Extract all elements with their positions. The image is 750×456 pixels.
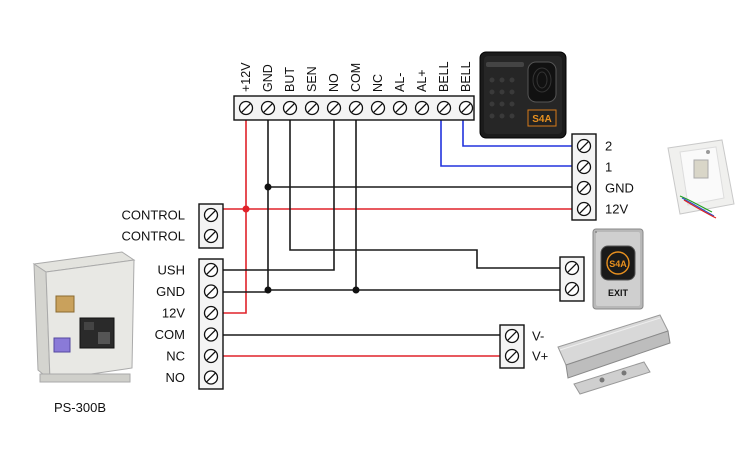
- terminal-screw: [392, 100, 408, 116]
- terminal-screw: [203, 305, 219, 321]
- control-terminal-block: CONTROL CONTROL: [121, 203, 224, 249]
- control-terminal-label: CONTROL: [121, 229, 185, 244]
- wire-gnd-main: [222, 110, 269, 293]
- junction-dot: [352, 286, 360, 294]
- keypad-keys: [489, 77, 515, 119]
- psu-terminal-label: NC: [166, 349, 185, 364]
- terminal-label-top: BUT: [283, 67, 297, 92]
- terminal-label-top: +12V: [239, 62, 253, 92]
- terminal-screw: [203, 262, 219, 278]
- psu-terminal-label: USH: [158, 263, 185, 278]
- terminal-label-top: BELL: [437, 61, 451, 92]
- power-supply-device: PS-300B: [32, 251, 136, 415]
- terminal-screw: [203, 370, 219, 385]
- wires: [222, 110, 584, 357]
- terminal-screw: [304, 100, 320, 116]
- exit-button-brand: S4A: [609, 259, 627, 269]
- keypad-reader: S4A: [479, 51, 567, 139]
- terminal-screw: [504, 348, 520, 364]
- lock-terminal-label: V+: [532, 349, 548, 364]
- doorbell-device: [667, 139, 735, 219]
- lock-terminal-block: V- V+: [499, 324, 548, 369]
- terminal-screw: [370, 100, 386, 116]
- power-supply-model: PS-300B: [54, 400, 106, 415]
- terminal-screw: [203, 207, 219, 223]
- bell-terminal-label: 2: [605, 139, 612, 154]
- wire-bell-1: [440, 110, 584, 167]
- terminal-screw: [504, 328, 520, 344]
- terminal-screw: [576, 159, 592, 175]
- junction-dot: [264, 183, 272, 191]
- terminal-label-top: AL+: [415, 69, 429, 92]
- terminal-screw: [436, 100, 452, 116]
- bell-terminal-label: GND: [605, 181, 634, 196]
- junction-dot: [264, 286, 272, 294]
- psu-terminal-label: COM: [155, 327, 185, 342]
- reader-brand: S4A: [532, 114, 551, 125]
- terminal-screw: [414, 100, 430, 116]
- terminal-label-top: GND: [261, 64, 275, 92]
- terminal-screw: [203, 327, 219, 342]
- terminal-screw: [348, 100, 364, 116]
- terminal-screw: [576, 138, 592, 154]
- junction-dot: [242, 205, 250, 213]
- exit-button-device: S4A EXIT: [592, 228, 644, 310]
- psu-terminal-label: NO: [166, 370, 186, 385]
- terminal-screw: [576, 180, 592, 196]
- terminal-screw: [203, 348, 219, 364]
- psu-terminal-block: USH GND 12V COM NC NO: [155, 258, 224, 390]
- exit-button-label: EXIT: [608, 288, 629, 298]
- terminal-screw: [564, 281, 580, 297]
- terminal-screw: [326, 100, 342, 116]
- control-terminal-label: CONTROL: [121, 208, 185, 223]
- terminal-screw: [260, 100, 276, 116]
- wire-bell-2: [462, 110, 584, 147]
- reader-brand-badge: [527, 109, 557, 127]
- terminal-label-top: NC: [371, 74, 385, 92]
- controller-terminal-block: +12V GND BUT SEN NO COM NC AL- AL+ BELL BELL: [233, 61, 475, 121]
- bell-terminal-label: 12V: [605, 202, 628, 217]
- lock-terminal-label: V-: [532, 329, 544, 344]
- wire-but-exit: [289, 110, 572, 269]
- psu-terminal-label: GND: [156, 284, 185, 299]
- wire-no-ush: [222, 110, 335, 271]
- terminal-screw: [282, 100, 298, 116]
- terminal-label-top: COM: [349, 63, 363, 92]
- bell-terminal-label: 1: [605, 160, 612, 175]
- terminal-label-top: SEN: [305, 66, 319, 92]
- wire-12v-main: [222, 110, 247, 314]
- psu-terminal-label: 12V: [162, 306, 185, 321]
- terminal-label-top: NO: [327, 73, 341, 92]
- terminal-screw: [203, 228, 219, 244]
- terminal-screw: [238, 100, 254, 116]
- magnetic-lock-device: [557, 314, 671, 395]
- terminal-label-top: BELL: [459, 61, 473, 92]
- terminal-label-top: AL-: [393, 73, 407, 92]
- terminal-screw: [458, 100, 474, 116]
- terminal-screw: [576, 201, 592, 217]
- terminal-screw: [203, 284, 219, 299]
- terminal-screw: [564, 260, 580, 276]
- exit-terminal-block: [559, 256, 585, 302]
